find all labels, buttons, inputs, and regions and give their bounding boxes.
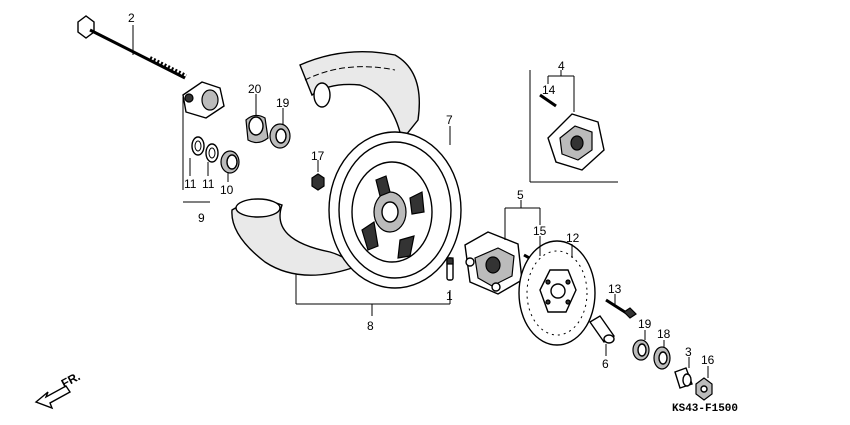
callout-2: 2: [128, 11, 135, 25]
callout-20: 20: [248, 82, 262, 96]
nut-17: [311, 173, 325, 191]
callout-15: 15: [533, 224, 547, 238]
front-direction-arrow: FR.: [34, 369, 82, 410]
brake-disc: [518, 240, 596, 346]
seal-18: [653, 346, 671, 370]
callout-3: 3: [685, 345, 692, 359]
callout-19-lower: 19: [638, 317, 652, 331]
gear-20: [245, 114, 269, 144]
leader-lines: [132, 25, 709, 378]
wheel-rim: [328, 131, 462, 289]
washer-right: [205, 143, 219, 163]
callout-14: 14: [542, 83, 556, 97]
tyre-upper: [299, 51, 420, 142]
bearing-10: [220, 150, 240, 174]
axle-nut-16: [695, 377, 713, 401]
callout-7: 7: [446, 113, 453, 127]
inset-caliper-box: [529, 70, 618, 183]
callout-12: 12: [566, 231, 580, 245]
callout-labels: 2 4 14 20 19 7 17 11 11 10 9 5 15 12 1 1…: [128, 11, 715, 371]
callout-1: 1: [446, 289, 453, 303]
washer-left: [191, 136, 205, 156]
disc-bolt-13: [605, 298, 637, 319]
callout-11-right: 11: [202, 177, 215, 191]
callout-17: 17: [311, 149, 325, 163]
callout-6: 6: [602, 357, 609, 371]
collar-3: [674, 367, 693, 389]
callout-8: 8: [367, 319, 374, 333]
hub-collar: [182, 81, 225, 119]
callout-4: 4: [558, 59, 565, 73]
axle-bolt: [77, 15, 187, 80]
callout-11-left: 11: [184, 177, 197, 191]
bearing-19-lower: [632, 339, 650, 361]
diagram-code: KS43-F1500: [672, 403, 738, 415]
callout-19-upper: 19: [276, 96, 290, 110]
callout-10: 10: [220, 183, 234, 197]
inner-tube: [231, 198, 353, 276]
callout-18: 18: [657, 327, 671, 341]
callout-13: 13: [608, 282, 622, 296]
tyre-valve: [446, 257, 454, 281]
collar-6: [588, 315, 616, 344]
bearing-19-upper: [269, 123, 291, 149]
callout-5: 5: [517, 188, 524, 202]
callout-16: 16: [701, 353, 715, 367]
callout-9: 9: [198, 211, 205, 225]
brake-caliper: [464, 231, 523, 295]
